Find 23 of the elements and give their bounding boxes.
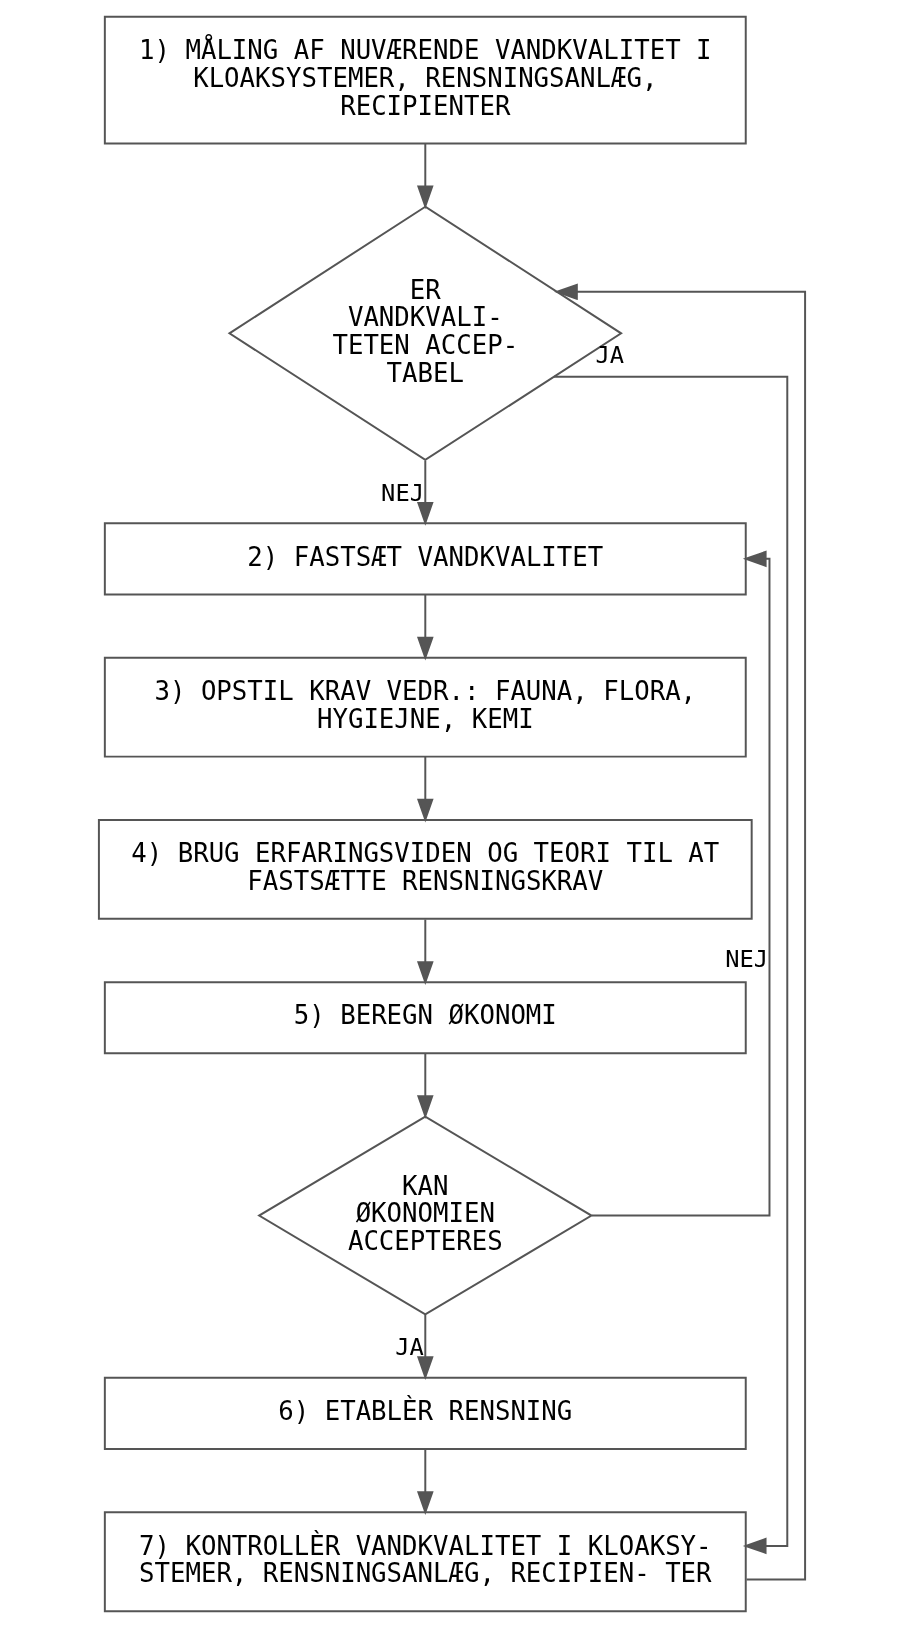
node-box: 7) KONTROLLÈR VANDKVALITET I KLOAKSY- STEMER, RENSNINGSANLÆG, RECIPIEN- TER (103, 1511, 747, 1613)
node-box: 6) ETABLÈR RENSNING (103, 1376, 747, 1450)
edge-label: JA (594, 340, 624, 369)
arrow (416, 459, 434, 526)
arrow (416, 143, 434, 210)
arrow (416, 918, 434, 986)
node-box: 3) OPSTIL KRAV VEDR.: FAUNA, FLORA, HYGIEJNE, KEMI (103, 656, 747, 758)
edge-label: NEJ (380, 478, 424, 507)
arrow (416, 755, 434, 823)
edge-label: JA (394, 1332, 424, 1361)
arrow (416, 593, 434, 661)
arrow (590, 550, 770, 1217)
arrow (553, 283, 806, 1581)
node-box: 4) BRUG ERFARINGSVIDEN OG TEORI TIL AT FASTSÆTTE RENSNINGSKRAV (97, 818, 753, 920)
node-box: 2) FASTSÆT VANDKVALITET (103, 522, 747, 596)
arrow (416, 1313, 434, 1381)
arrow (416, 1053, 434, 1119)
node-diamond: KAN ØKONOMIEN ACCEPTERES (256, 1115, 593, 1316)
edge-label: NEJ (724, 945, 768, 974)
arrow (552, 375, 788, 1555)
node-box: 5) BEREGN ØKONOMI (103, 981, 747, 1055)
node-box: 1) MÅLING AF NUVÆRENDE VANDKVALITET I KLOAKSYSTEMER, RENSNINGSANLÆG, RECIPIENTER (103, 15, 747, 145)
arrow (416, 1448, 434, 1516)
